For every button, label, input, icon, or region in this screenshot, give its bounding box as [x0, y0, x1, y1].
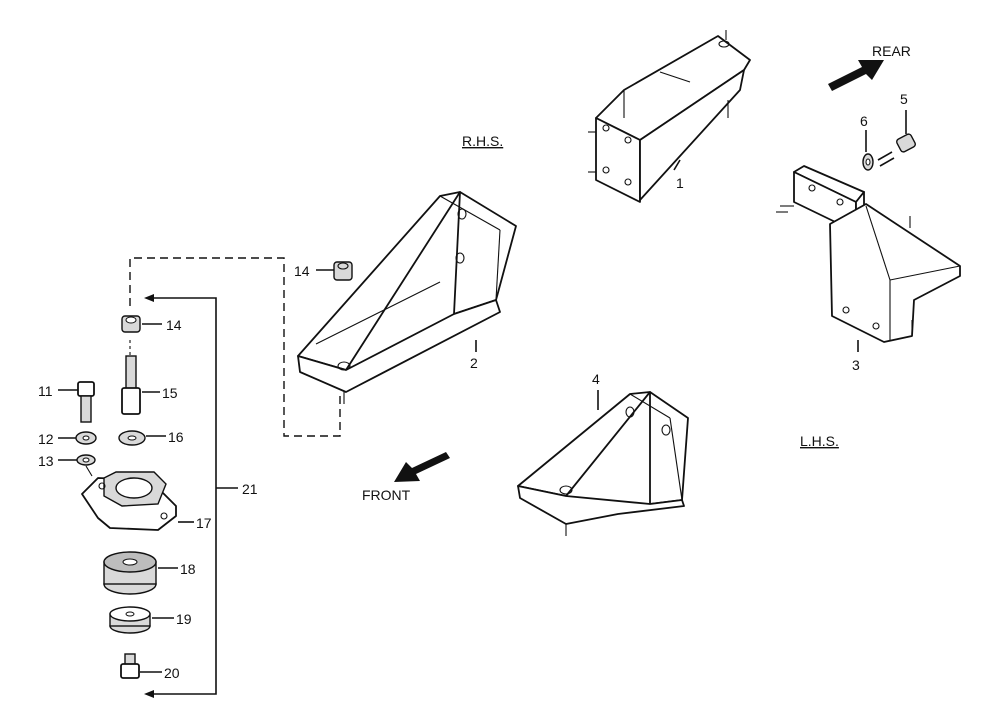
rubber-bush-part-19 [109, 606, 174, 634]
callout-2: 2 [470, 355, 478, 371]
lhs-label: L.H.S. [800, 433, 839, 449]
callout-15: 15 [162, 385, 178, 401]
front-arrow [394, 452, 450, 482]
callout-13: 13 [38, 453, 54, 469]
assembly-dashed-line [129, 257, 341, 437]
callout-5: 5 [900, 91, 908, 107]
callout-4: 4 [592, 371, 600, 387]
bracket-part-2 [297, 191, 517, 404]
washer-part-16 [118, 430, 166, 446]
rear-label: REAR [872, 43, 911, 59]
front-label: FRONT [362, 487, 411, 503]
callout-16: 16 [168, 429, 184, 445]
washer-part-13 [58, 454, 96, 477]
bracket-part-1 [588, 30, 751, 203]
callout-14-upper: 14 [294, 263, 310, 279]
callout-20: 20 [164, 665, 180, 681]
callout-18: 18 [180, 561, 196, 577]
callout-21: 21 [242, 481, 258, 497]
callout-11: 11 [38, 383, 53, 399]
callout-12: 12 [38, 431, 54, 447]
washer-part-6 [862, 130, 874, 171]
rubber-bush-part-18 [103, 551, 178, 595]
bolt-part-11 [58, 381, 95, 423]
callout-19: 19 [176, 611, 192, 627]
bolt-part-20 [120, 653, 162, 679]
bolt-part-5 [877, 110, 916, 167]
rear-arrow [828, 60, 884, 91]
callout-3: 3 [852, 357, 860, 373]
washer-part-12 [58, 431, 97, 445]
bracket-part-3 [776, 165, 961, 352]
stud-part-15 [121, 355, 160, 415]
bracket-part-4 [517, 390, 689, 536]
callout-1: 1 [676, 175, 684, 191]
assembly-line-part-21 [144, 294, 238, 698]
callout-17: 17 [196, 515, 212, 531]
rhs-label: R.H.S. [462, 133, 503, 149]
callout-6: 6 [860, 113, 868, 129]
mount-plate-part-17 [81, 471, 194, 531]
callout-14-lower: 14 [166, 317, 182, 333]
nut-part-14-lower [121, 315, 162, 333]
nut-part-14-upper [316, 261, 353, 281]
